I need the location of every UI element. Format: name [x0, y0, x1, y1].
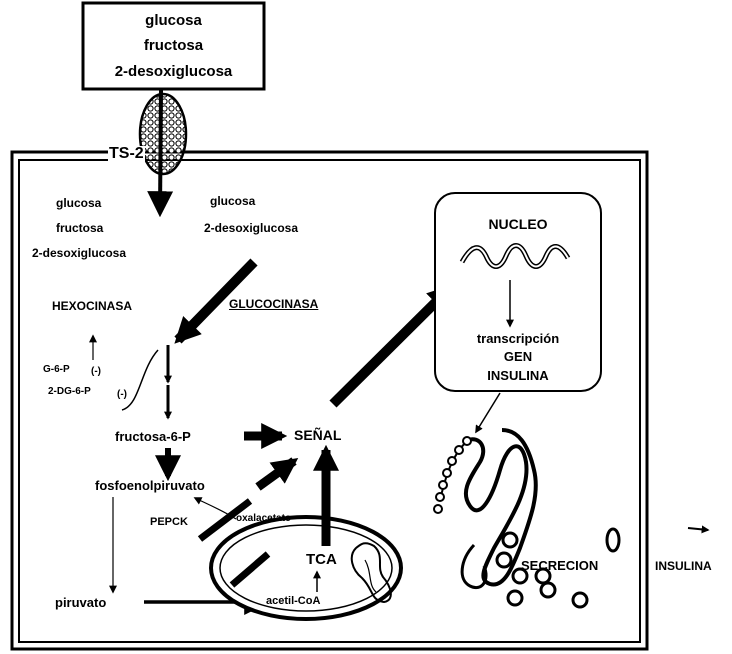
ribosome: [436, 493, 444, 501]
nucleo-title: NUCLEO: [435, 217, 601, 231]
ribosome: [455, 446, 463, 454]
secretion-arrow: [688, 528, 708, 530]
golgi-icon: [462, 545, 486, 588]
secrecion-label: SECRECION: [521, 559, 598, 572]
oxalacetato-label: oxalacetato: [236, 514, 291, 524]
tca-label: TCA: [306, 552, 337, 567]
piruvato-label: piruvato: [55, 596, 106, 609]
ts2-label: TS-2: [108, 146, 145, 162]
exocytosis-vesicle: [607, 529, 619, 551]
dg6p-inhibition-sign: (-): [117, 390, 127, 400]
inside-2-desoxiglucosa: 2-desoxiglucosa: [32, 247, 126, 259]
insulina-gene-label: INSULINA: [435, 369, 601, 382]
inside-right-glucosa: glucosa: [210, 195, 255, 207]
dg6p-label: 2-DG-6-P: [48, 387, 91, 397]
pepck-label: PEPCK: [150, 517, 188, 528]
ribosome: [443, 469, 451, 477]
nucleus-to-er-arrow: [476, 393, 500, 432]
transcripcion-label: transcripción: [435, 332, 601, 345]
ts2-transporter-icon: [140, 94, 186, 174]
ribosome: [463, 437, 471, 445]
pep-to-senal-arrow: [258, 461, 294, 487]
inhibition-curve: [122, 350, 158, 410]
fosfoenolpiruvato-label: fosfoenolpiruvato: [95, 479, 205, 492]
insulin-granule: [508, 591, 522, 605]
insulin-granule: [541, 583, 555, 597]
ribosome: [434, 505, 442, 513]
ribosome: [448, 457, 456, 465]
entry-arrow: [160, 90, 161, 212]
insulina-label: INSULINA: [655, 560, 712, 572]
glucocinasa-label: GLUCOCINASA: [229, 298, 318, 310]
senal-to-nucleo-arrow: [333, 288, 450, 404]
acetil-coa-label: acetil-CoA: [266, 596, 320, 607]
inside-glucosa: glucosa: [56, 197, 101, 209]
insulin-granule: [497, 553, 511, 567]
g6p-label: G-6-P: [43, 365, 70, 375]
top-fructosa: fructosa: [83, 38, 264, 53]
hexocinasa-label: HEXOCINASA: [52, 300, 132, 312]
ribosome: [439, 481, 447, 489]
inside-fructosa: fructosa: [56, 222, 103, 234]
g6p-inhibition-sign: (-): [91, 367, 101, 377]
inside-right-2-desoxiglucosa: 2-desoxiglucosa: [204, 222, 298, 234]
oxalacetato-curve: [195, 498, 236, 519]
gen-label: GEN: [435, 350, 601, 363]
top-2-desoxiglucosa: 2-desoxiglucosa: [83, 64, 264, 79]
top-glucosa: glucosa: [83, 13, 264, 28]
senal-label: SEÑAL: [294, 428, 341, 442]
insulin-granule: [503, 533, 517, 547]
insulin-granule: [573, 593, 587, 607]
fructosa-6-p-label: fructosa-6-P: [115, 430, 191, 443]
